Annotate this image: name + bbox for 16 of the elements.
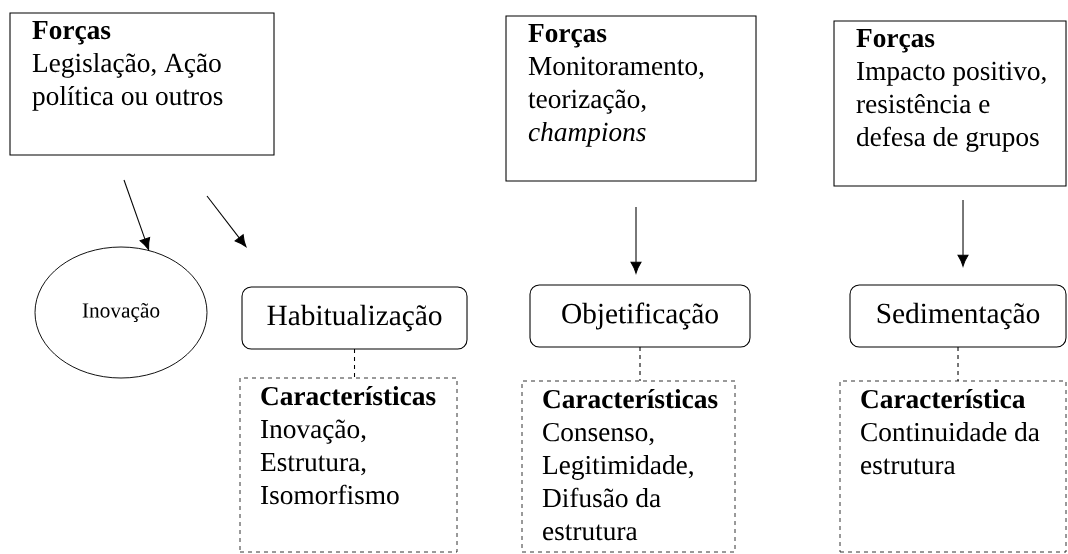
characteristics-box: Características Inovação, Estrutura, Isomorfismo — [239, 377, 458, 553]
connector-line — [639, 346, 641, 382]
arrow — [957, 199, 969, 267]
forces-box: Forças Monitoramento, teorização, champions — [505, 15, 757, 182]
characteristics-box: Características Consenso, Legitimidade, Difusão da estrutura — [521, 380, 736, 553]
forces-box: Forças Impacto positivo, resistência e defesa de grupos — [833, 20, 1067, 187]
forces-box: Forças Legislação, Ação política ou outros — [9, 12, 275, 156]
connector-line — [957, 346, 959, 382]
characteristics-box: Característica Continuidade da estrutura — [839, 380, 1067, 553]
stage-box: Sedimentação — [849, 284, 1067, 348]
arrow — [206, 195, 247, 248]
stage-box: Objetificação — [529, 284, 751, 348]
arrow — [630, 206, 642, 274]
connector-line — [353, 348, 356, 379]
stage-box: Habitualização — [241, 286, 468, 350]
arrow — [123, 179, 151, 250]
